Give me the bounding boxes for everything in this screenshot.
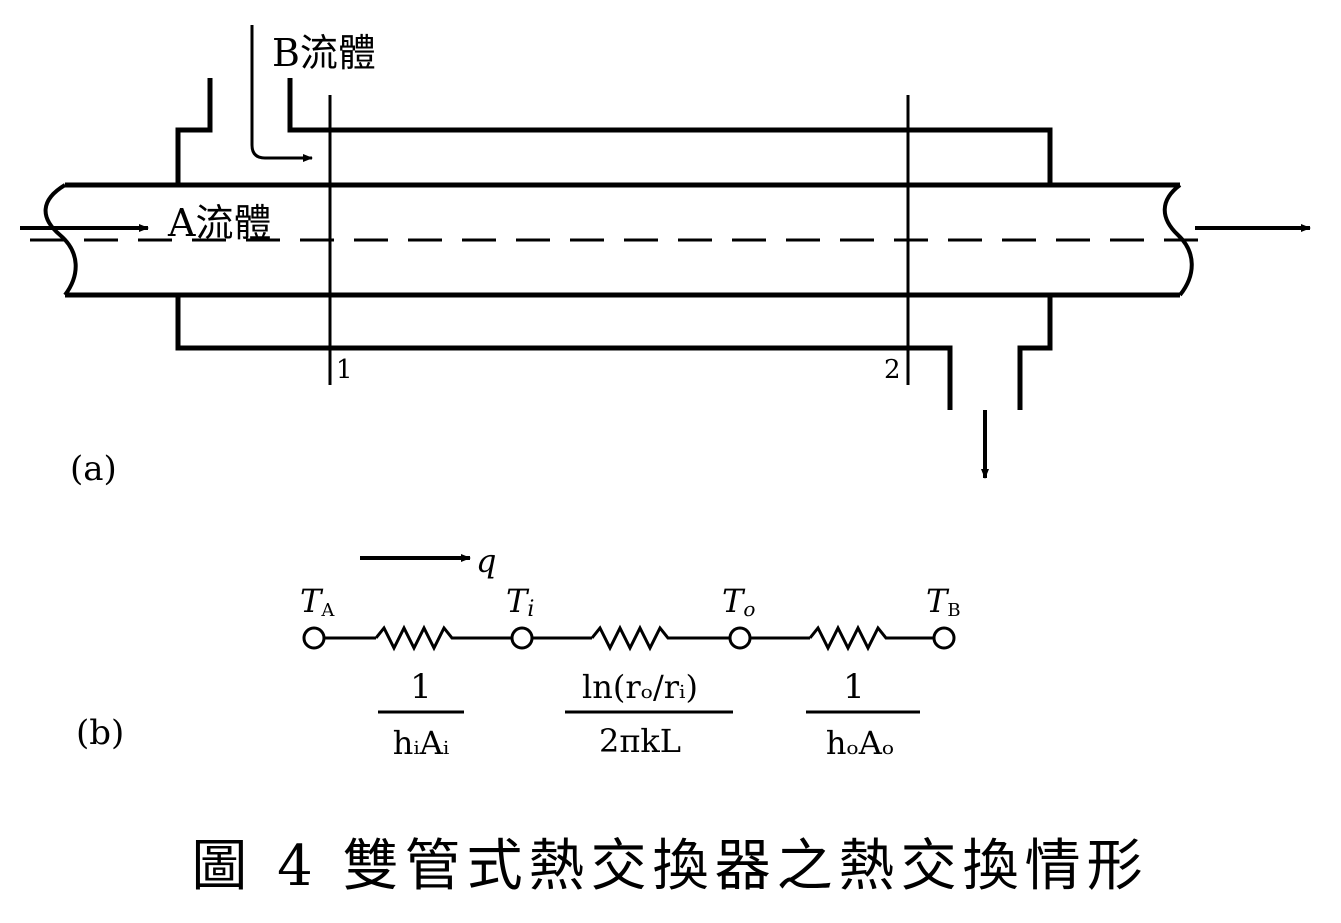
node-tb (932, 626, 956, 650)
resistor-1-numerator: 1 (410, 667, 432, 707)
node-label-to: To (722, 582, 755, 621)
node-to (728, 626, 752, 650)
node-sub: B (947, 600, 960, 621)
fluid-b-inlet-arrow (250, 25, 313, 162)
resistor-3-denominator: hₒAₒ (826, 724, 894, 762)
double-pipe-exchanger (43, 78, 1194, 410)
resistor-1-denominator: hᵢAᵢ (393, 724, 450, 762)
node-label-ta: TA (300, 582, 335, 621)
outer-shell (175, 78, 1053, 410)
heat-flow-label: q (476, 542, 496, 580)
node-ta (302, 626, 326, 650)
part-b-label: (b) (76, 713, 124, 753)
resistor-2-denominator: 2πkL (599, 722, 681, 760)
node-ti (510, 626, 534, 650)
pipe-break-right (1162, 183, 1194, 297)
node-sub: A (320, 600, 335, 621)
section-2-label: 2 (884, 355, 901, 385)
resistor-3-numerator: 1 (843, 667, 865, 707)
fluid-b-label: B流體 (272, 31, 376, 75)
part-a-label: (a) (70, 449, 117, 489)
pipe-break-left (43, 183, 78, 297)
node-main: T (300, 582, 324, 620)
node-sub: o (743, 597, 755, 621)
resistor-2 (590, 624, 730, 652)
resistor-1 (374, 624, 512, 652)
fluid-a-label: A流體 (167, 201, 271, 245)
figure-caption: 圖 4 雙管式熱交換器之熱交換情形 (191, 834, 1148, 899)
thermal-circuit (302, 624, 956, 652)
section-1-label: 1 (336, 355, 353, 385)
node-main: T (506, 582, 530, 620)
resistor-2-numerator: ln(rₒ/rᵢ) (582, 668, 698, 706)
node-label-tb: TB (926, 582, 961, 621)
node-main: T (926, 582, 950, 620)
node-sub: i (527, 597, 534, 622)
resistor-3 (808, 624, 934, 652)
node-label-ti: Ti (506, 582, 534, 622)
node-main: T (722, 582, 746, 620)
